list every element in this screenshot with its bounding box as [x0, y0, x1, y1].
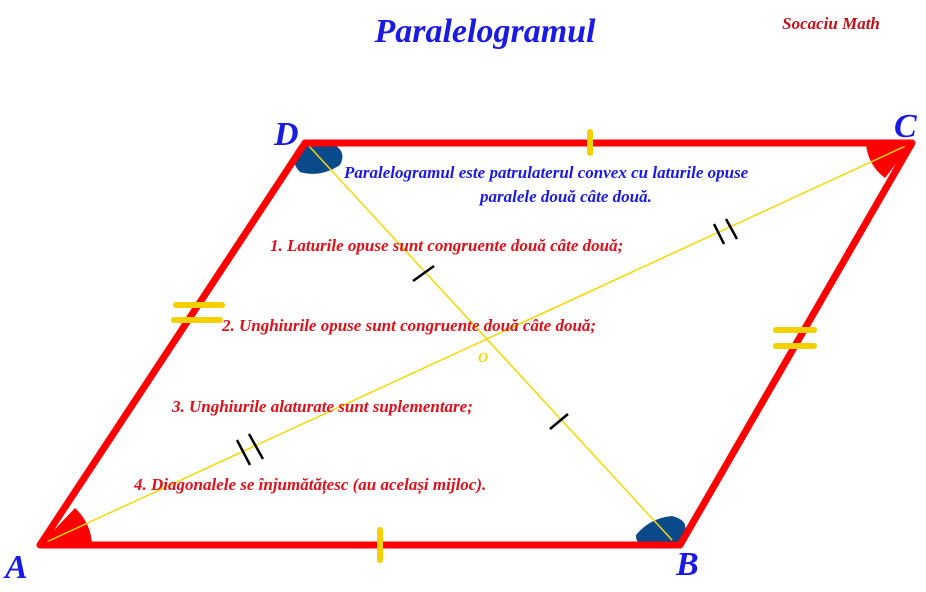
tick-ob: [549, 413, 569, 430]
definition-line-2: paralele două câte două.: [478, 187, 652, 206]
tick-ao-2: [247, 433, 265, 460]
angle-a-marker: [40, 508, 92, 545]
tick-oc-1: [712, 223, 726, 245]
angle-c-marker: [866, 143, 912, 178]
tick-oc-2: [724, 218, 739, 240]
vertex-a-label: A: [3, 549, 28, 586]
diagonal-db: [307, 144, 673, 541]
property-4: 4. Diagonalele se înjumătățesc (au acela…: [133, 475, 486, 495]
parallelogram-abcd: [36, 139, 916, 549]
vertex-d-label: D: [273, 116, 299, 153]
page-title: Paralelogramul: [373, 13, 596, 50]
tick-ao-1: [235, 439, 252, 466]
property-3: 3. Unghiurile alaturate sunt suplementar…: [171, 397, 473, 416]
vertex-b-label: B: [675, 546, 699, 583]
angle-d-marker: [293, 142, 343, 174]
diagonal-ac: [39, 142, 913, 546]
tick-do: [412, 264, 435, 283]
property-1: 1. Laturile opuse sunt congruente două c…: [270, 236, 623, 255]
author-label: Socaciu Math: [782, 14, 880, 33]
center-o-label: O: [478, 351, 488, 366]
property-2: 2. Unghiurile opuse sunt congruente două…: [221, 316, 596, 335]
vertex-c-label: C: [894, 108, 917, 145]
angle-b-marker: [635, 516, 686, 549]
definition-line-1: Paralelogramul este patrulaterul convex …: [343, 163, 749, 182]
